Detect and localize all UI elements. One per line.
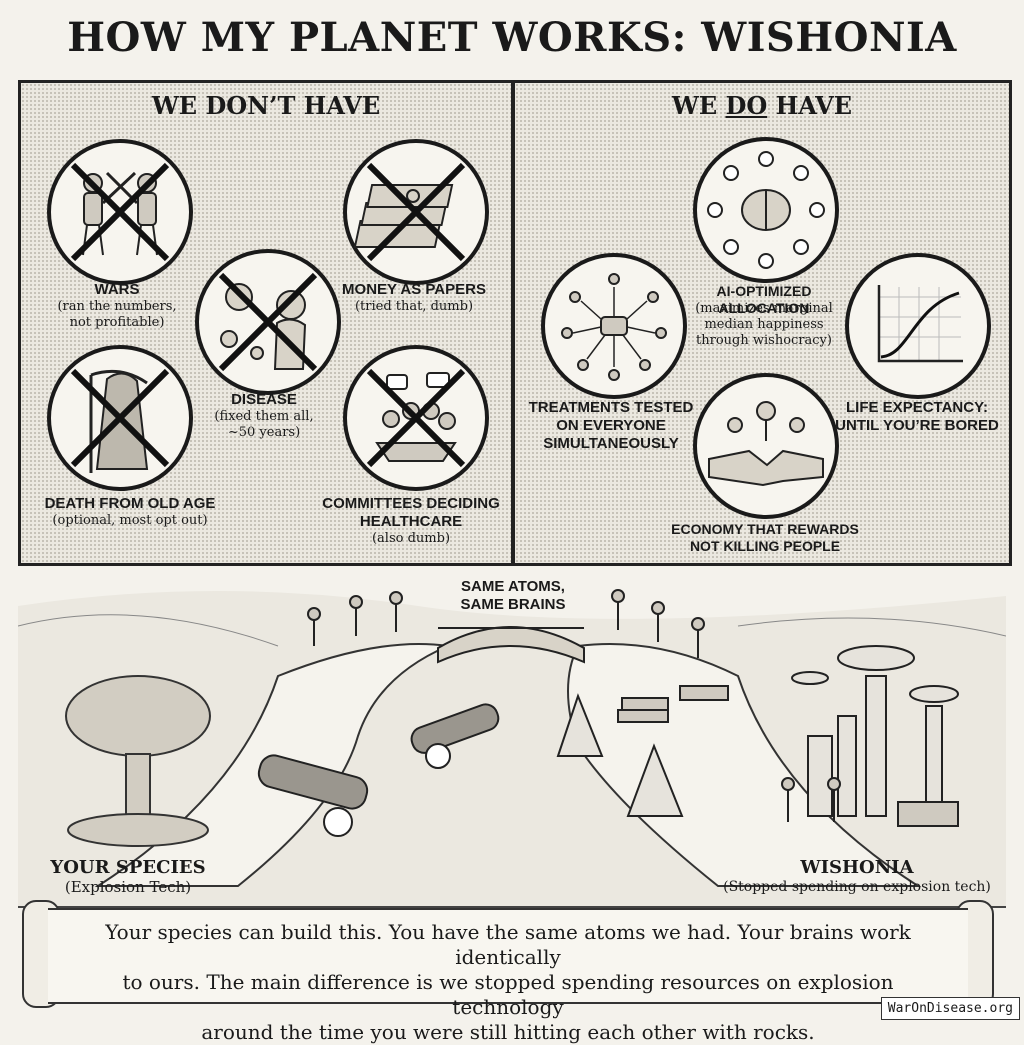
we-dont-have-panel: WE DON’T HAVE WARS (ran the numbers, not… bbox=[18, 80, 514, 566]
we-do-have-heading: WE DO HAVE bbox=[671, 91, 853, 120]
disease-sub1: (fixed them all, bbox=[214, 409, 314, 424]
rising-curve-chart-icon bbox=[845, 253, 991, 399]
same-atoms-label-line1: SAME ATOMS, bbox=[461, 578, 565, 595]
committee-meeting-icon bbox=[343, 345, 489, 491]
economy-label-line2: NOT KILLING PEOPLE bbox=[689, 538, 841, 554]
scroll-line-1: Your species can build this. You have th… bbox=[105, 920, 911, 969]
economy-label-line1: ECONOMY THAT REWARDS bbox=[671, 521, 859, 537]
ai-allocation-label: AI-OPTIMIZED ALLOCATION bbox=[716, 283, 812, 316]
bridge bbox=[437, 626, 585, 664]
ai-allocation-sub3: through wishocracy) bbox=[696, 333, 832, 348]
mushroom-cloud bbox=[65, 675, 211, 847]
treatments-label-line2: ON EVERYONE bbox=[556, 417, 666, 434]
wishonia-label: WISHONIA bbox=[800, 857, 914, 878]
page-title: HOW MY PLANET WORKS: WISHONIA bbox=[67, 14, 957, 61]
watermark: WarOnDisease.org bbox=[880, 997, 1020, 1020]
handshake-flowers-icon bbox=[693, 373, 839, 519]
books bbox=[617, 685, 729, 723]
treatments-label-line3: SIMULTANEOUSLY bbox=[543, 435, 679, 452]
wars-icon bbox=[47, 139, 193, 285]
scroll-text: Your species can build this. You have th… bbox=[78, 920, 938, 1045]
committees-label-line2: HEALTHCARE bbox=[359, 513, 463, 530]
committees-sub1: (also dumb) bbox=[371, 531, 451, 546]
disease-sub2: ~50 years) bbox=[227, 425, 301, 440]
two-paths-scene: SAME ATOMS, SAME BRAINS YOUR SPECIES (Ex… bbox=[18, 566, 1006, 908]
wars-sub2: not profitable) bbox=[69, 315, 165, 330]
wishonian-people bbox=[781, 777, 959, 827]
money-label: MONEY AS PAPERS bbox=[342, 281, 486, 298]
ai-allocation-sub1: (maximizes marginal bbox=[695, 301, 833, 316]
committees-label-line1: COMMITTEES DECIDING bbox=[322, 495, 500, 512]
grim-reaper-icon bbox=[47, 345, 193, 491]
we-do-have-panel: WE DO HAVE AI-OPTIMIZED ALLOCATION (maxi… bbox=[512, 80, 1012, 566]
wars-label: WARS bbox=[94, 281, 140, 298]
message-scroll: Your species can build this. You have th… bbox=[48, 908, 968, 1044]
your-species-sub: (Explosion Tech) bbox=[64, 878, 192, 896]
treatments-label-line1: TREATMENTS TESTED bbox=[528, 399, 694, 416]
life-expectancy-label-line2: UNTIL YOU’RE BORED bbox=[835, 417, 999, 434]
wars-sub1: (ran the numbers, bbox=[57, 299, 177, 314]
we-dont-have-heading: WE DON’T HAVE bbox=[151, 91, 381, 120]
crystals bbox=[556, 693, 684, 817]
wishonia-sub: (Stopped spending on explosion tech) bbox=[723, 879, 991, 895]
money-stack-icon bbox=[343, 139, 489, 285]
futuristic-city bbox=[791, 645, 959, 817]
life-expectancy-label-line1: LIFE EXPECTANCY: bbox=[846, 399, 988, 416]
disease-icon bbox=[195, 249, 341, 395]
death-label: DEATH FROM OLD AGE bbox=[44, 495, 216, 512]
cannons bbox=[257, 703, 500, 837]
disease-label: DISEASE bbox=[231, 391, 297, 408]
scroll-line-2: to ours. The main difference is we stopp… bbox=[122, 970, 894, 1019]
ai-allocation-sub2: median happiness bbox=[704, 317, 824, 332]
death-sub1: (optional, most opt out) bbox=[52, 513, 208, 528]
same-atoms-label-line2: SAME BRAINS bbox=[460, 596, 566, 613]
rock-wielding-figures bbox=[307, 589, 705, 658]
brain-network-icon bbox=[693, 137, 839, 283]
money-sub1: (tried that, dumb) bbox=[354, 299, 474, 314]
people-network-icon bbox=[541, 253, 687, 399]
your-species-label: YOUR SPECIES bbox=[50, 857, 206, 878]
